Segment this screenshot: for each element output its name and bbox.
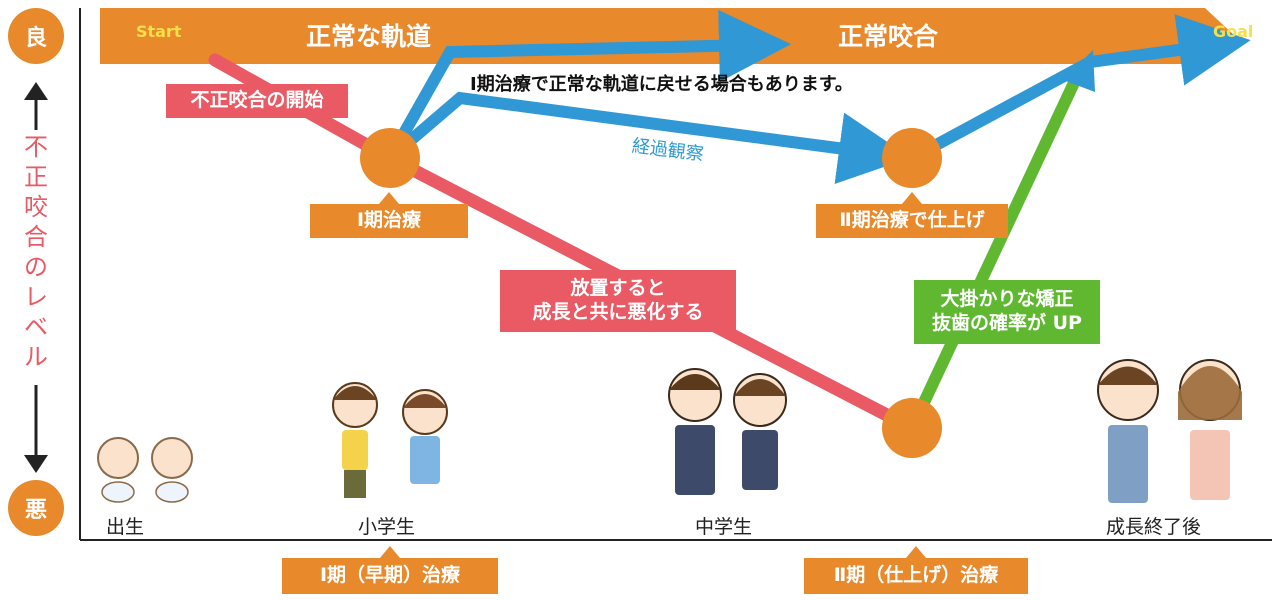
phase2-node	[882, 128, 942, 188]
big-treatment-label: 大掛かりな矯正 抜歯の確率が UP	[914, 280, 1100, 344]
stage-elementary: 小学生	[358, 516, 416, 538]
normal-path-banner	[100, 8, 1235, 64]
start-label: Start	[136, 22, 182, 41]
good-badge: 良	[8, 8, 64, 64]
phase1-node	[360, 128, 420, 188]
observation-path	[386, 91, 911, 184]
phase1-return-note: Ⅰ期治療で正常な軌道に戻せる場合もあります。	[470, 74, 853, 95]
big-treatment-path	[906, 67, 1086, 431]
baby-illustration	[97, 437, 193, 503]
malocclusion-level-label: 不正咬合のレベル	[24, 133, 48, 371]
big-treatment-arrowhead	[1063, 50, 1095, 92]
bad-badge: 悪	[8, 480, 64, 536]
level-arrow-down-head	[24, 455, 48, 473]
malocclusion-start-label: 不正咬合の開始	[166, 84, 348, 118]
phase1-treatment-label: Ⅰ期治療	[310, 192, 468, 238]
big-treatment-line2: 抜歯の確率が UP	[932, 312, 1082, 334]
stage-adult: 成長終了後	[1106, 516, 1202, 538]
neglect-label-line2: 成長と共に悪化する	[532, 301, 704, 323]
elementary-kids-illustration	[332, 382, 448, 498]
stage-birth: 出生	[106, 516, 145, 538]
adult-illustration	[1097, 359, 1242, 503]
normal-path-label: 正常な軌道	[306, 22, 432, 51]
big-treatment-line1: 大掛かりな矯正	[940, 288, 1074, 311]
neglect-label-line1: 放置すると	[570, 277, 666, 300]
normal-occlusion-label: 正常咬合	[838, 22, 939, 51]
middle-school-kids-illustration	[668, 368, 787, 495]
neglect-label: 放置すると 成長と共に悪化する	[500, 270, 736, 332]
worst-node	[882, 398, 942, 458]
level-arrow-up-head	[24, 82, 48, 100]
level-arrow-gap	[20, 130, 52, 385]
phase2-period-label: Ⅱ期（仕上げ）治療	[804, 546, 1028, 594]
stage-middle: 中学生	[695, 516, 753, 538]
goal-label: Goal	[1213, 22, 1254, 41]
phase1-return-path	[384, 9, 791, 161]
phase2-finish-label: Ⅱ期治療で仕上げ	[816, 192, 1008, 238]
phase1-period-label: Ⅰ期（早期）治療	[282, 546, 498, 594]
